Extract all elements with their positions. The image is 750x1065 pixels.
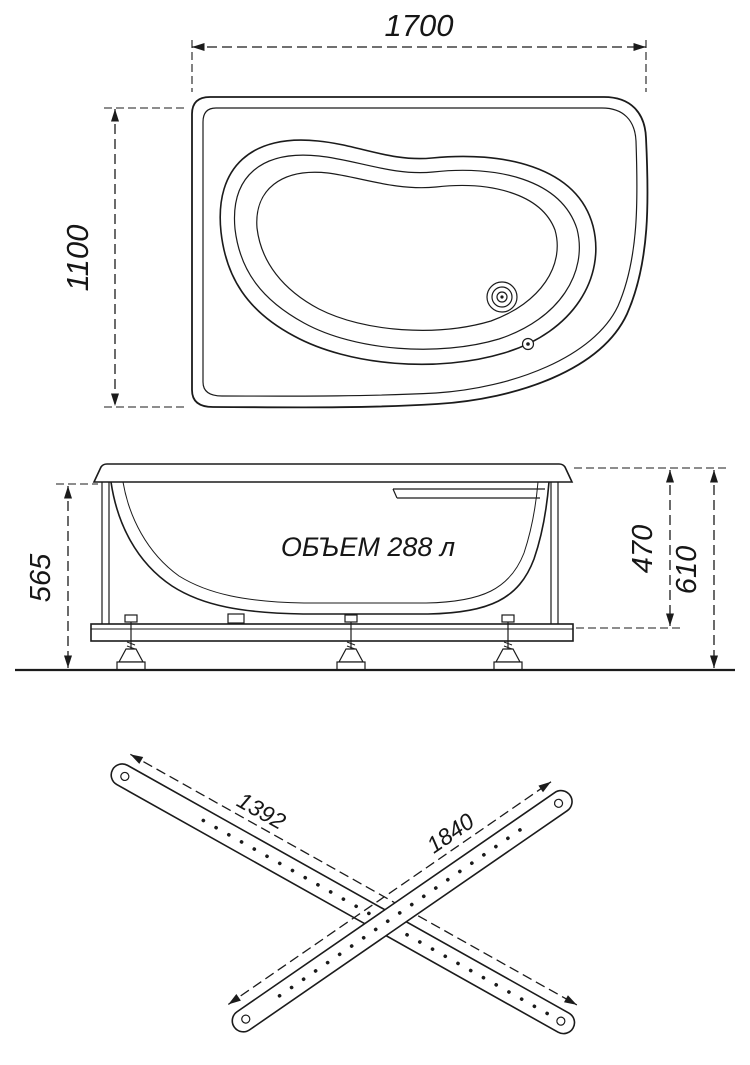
dim-470-label: 470: [627, 525, 659, 573]
dim-470: 470: [574, 467, 726, 629]
top-view: 1700 1100: [60, 8, 649, 409]
rail-1392-endhole-left: [120, 771, 130, 782]
rails-view: 1392 1840: [110, 753, 578, 1035]
side-bowl-outer: [110, 481, 550, 615]
side-rim: [92, 463, 574, 483]
dim-width-label: 1700: [385, 8, 454, 43]
seat-ledge: [392, 488, 545, 499]
dim-depth-label: 1100: [60, 225, 95, 292]
left-post: [101, 482, 110, 624]
foot-middle: [336, 614, 366, 671]
bowl-outer: [219, 139, 597, 366]
dim-610: 610: [671, 470, 718, 668]
side-view: ОБЪЕМ 288 л 565 470 610: [15, 463, 735, 672]
tub-outline: [191, 96, 649, 409]
tub-inner-rim: [202, 107, 638, 397]
right-post: [550, 482, 559, 624]
volume-label: ОБЪЕМ 288 л: [281, 532, 455, 562]
drain-icon: [486, 281, 518, 313]
dim-610-label: 610: [671, 546, 703, 594]
dim-width: 1700: [191, 8, 647, 92]
side-bowl-inner: [122, 481, 539, 604]
rail-1392-endhole-right: [556, 1016, 566, 1026]
dim-565-label: 565: [25, 553, 57, 602]
rail-1392-dimline: [130, 753, 578, 1006]
rail-1840-endhole-right: [553, 798, 564, 808]
drain-fitting: [227, 613, 245, 624]
dim-565: 565: [25, 483, 98, 668]
rail-1840-dimline: [227, 781, 552, 1005]
bowl-middle: [233, 154, 580, 350]
rail-1392: 1392: [110, 753, 578, 1035]
dim-depth: 1100: [60, 107, 186, 408]
overflow-icon: [521, 337, 535, 351]
foot-left: [116, 614, 146, 671]
support-frame: [90, 623, 574, 642]
rail-1840-endhole-left: [241, 1014, 251, 1024]
bowl-inner: [256, 171, 558, 331]
